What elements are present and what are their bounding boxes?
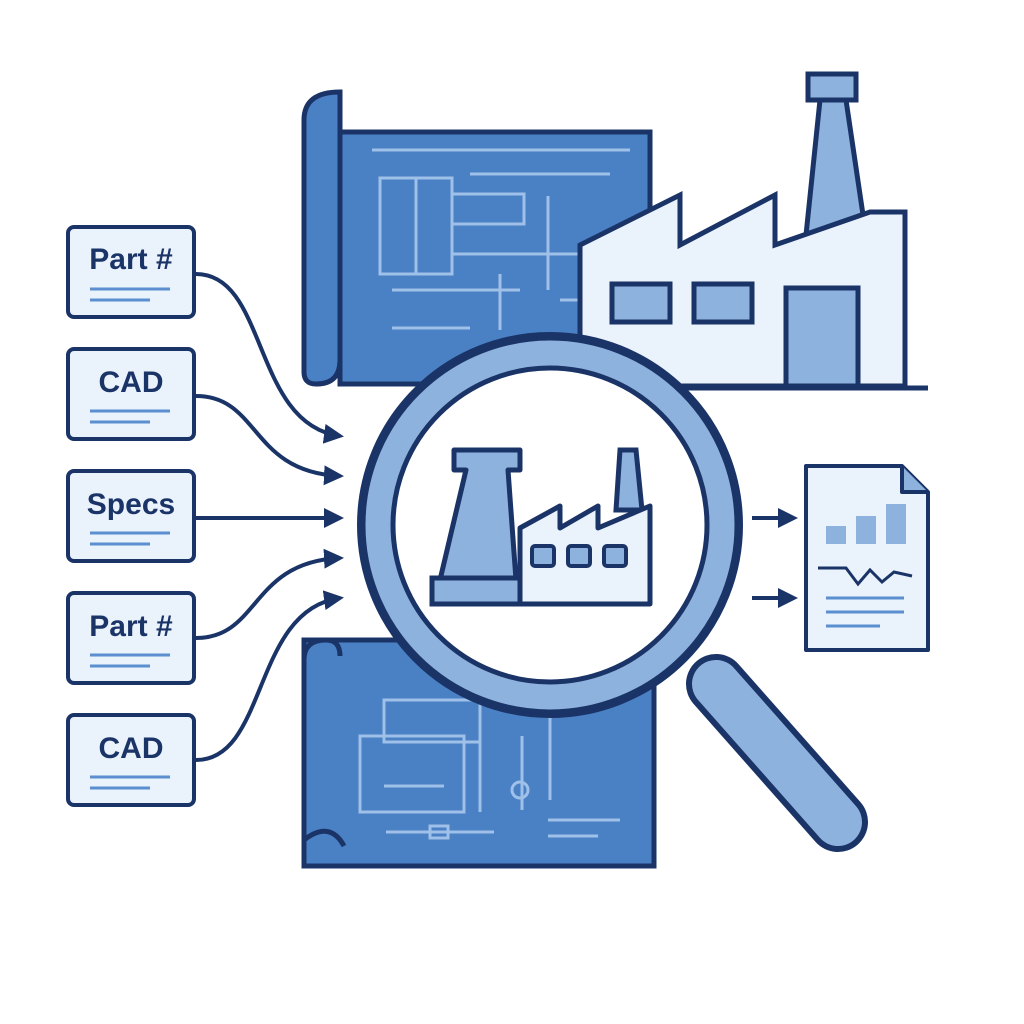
input-card-2: CAD <box>66 347 196 441</box>
arrow-1 <box>195 272 344 444</box>
input-card-label: Specs <box>87 488 175 521</box>
input-card-label: CAD <box>99 366 164 399</box>
input-card-label: Part # <box>89 610 173 643</box>
input-card-label: CAD <box>99 732 164 765</box>
output-arrows <box>752 508 798 608</box>
report-document-icon <box>804 464 930 652</box>
arrow-2 <box>195 394 344 486</box>
input-card-5: CAD <box>66 713 196 807</box>
input-arrows <box>195 272 344 762</box>
factory-icon <box>560 71 928 391</box>
input-card-1: Part # <box>66 225 196 319</box>
input-card-label: Part # <box>89 243 173 276</box>
input-card-3: Specs <box>66 469 196 563</box>
factory-in-lens-icon <box>429 447 653 607</box>
input-card-4: Part # <box>66 591 196 685</box>
arrow-4 <box>195 548 344 640</box>
arrow-5 <box>195 590 344 762</box>
